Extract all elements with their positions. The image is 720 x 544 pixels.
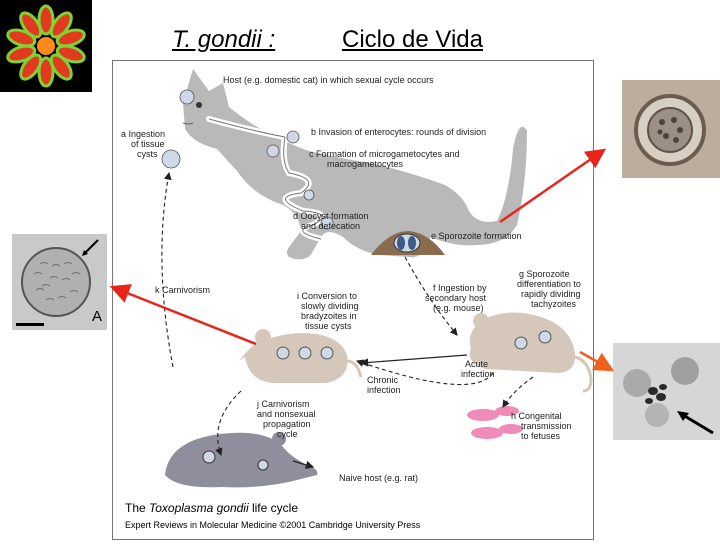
label-f-line2: secondary host (425, 293, 487, 303)
host-label: Host (e.g. domestic cat) in which sexual… (223, 75, 434, 85)
mouse-host (469, 312, 593, 393)
label-k: k Carnivorism (155, 285, 211, 295)
title-scientific-name: T. gondii : (172, 26, 276, 53)
fetuses (467, 406, 523, 439)
label-c-line1: c Formation of microgametocytes and (309, 149, 460, 159)
label-acute-line2: infection (461, 369, 495, 379)
naive-rat (165, 432, 318, 488)
label-f-line3: (e.g. mouse) (433, 303, 484, 313)
label-f-line1: f Ingestion by (433, 283, 487, 293)
label-i-line1: i Conversion to (297, 291, 358, 301)
label-i-line2: slowly dividing (301, 301, 359, 311)
label-h-line3: to fetuses (521, 431, 561, 441)
label-acute-line1: Acute (465, 359, 489, 369)
label-chronic-line1: Chronic (367, 375, 399, 385)
cat-host (182, 69, 527, 260)
diagram-credit: Expert Reviews in Molecular Medicine ©20… (125, 520, 421, 530)
label-i-line3: bradyzoites in (301, 311, 357, 321)
label-b: b Invasion of enterocytes: rounds of div… (311, 127, 487, 137)
label-g-line1: g Sporozoite (519, 269, 570, 279)
oocyst-mound (371, 231, 445, 255)
chronic-mouse (239, 329, 363, 383)
title-life-cycle: Ciclo de Vida (342, 26, 483, 53)
micrograph-letter: A (92, 308, 103, 325)
label-h-line2: transmission (521, 421, 572, 431)
label-chronic-line2: infection (367, 385, 401, 395)
label-a-line2: of tissue (131, 139, 165, 149)
label-j-line1: j Carnivorism (257, 399, 310, 409)
oocyst-micrograph (622, 80, 720, 178)
label-a-line3: cysts (137, 149, 158, 159)
label-g-line2: differentiation to (517, 279, 581, 289)
tachyzoite-micrograph (613, 343, 720, 440)
label-e: e Sporozoite formation (431, 231, 522, 241)
label-g-line4: tachyzoites (531, 299, 577, 309)
label-j-line2: and nonsexual (257, 409, 316, 419)
life-cycle-diagram: Host (e.g. domestic cat) in which sexual… (112, 60, 594, 540)
diagram-caption: The Toxoplasma gondii life cycle (125, 501, 298, 515)
label-naive-host: Naive host (e.g. rat) (339, 473, 419, 483)
label-g-line3: rapidly dividing (521, 289, 581, 299)
label-h-line1: h Congenital (511, 411, 562, 421)
label-d-line1: d Oocyst formation (293, 211, 369, 221)
label-j-line3: propagation (263, 419, 311, 429)
fluorescence-micrograph (0, 0, 92, 92)
label-d-line2: and defecation (301, 221, 361, 231)
label-a-line1: a Ingestion (121, 129, 166, 139)
label-c-line2: macrogametocytes (327, 159, 404, 169)
label-j-line4: cycle (277, 429, 298, 439)
tissue-cyst-micrograph: A (12, 234, 107, 330)
label-i-line4: tissue cysts (305, 321, 352, 331)
